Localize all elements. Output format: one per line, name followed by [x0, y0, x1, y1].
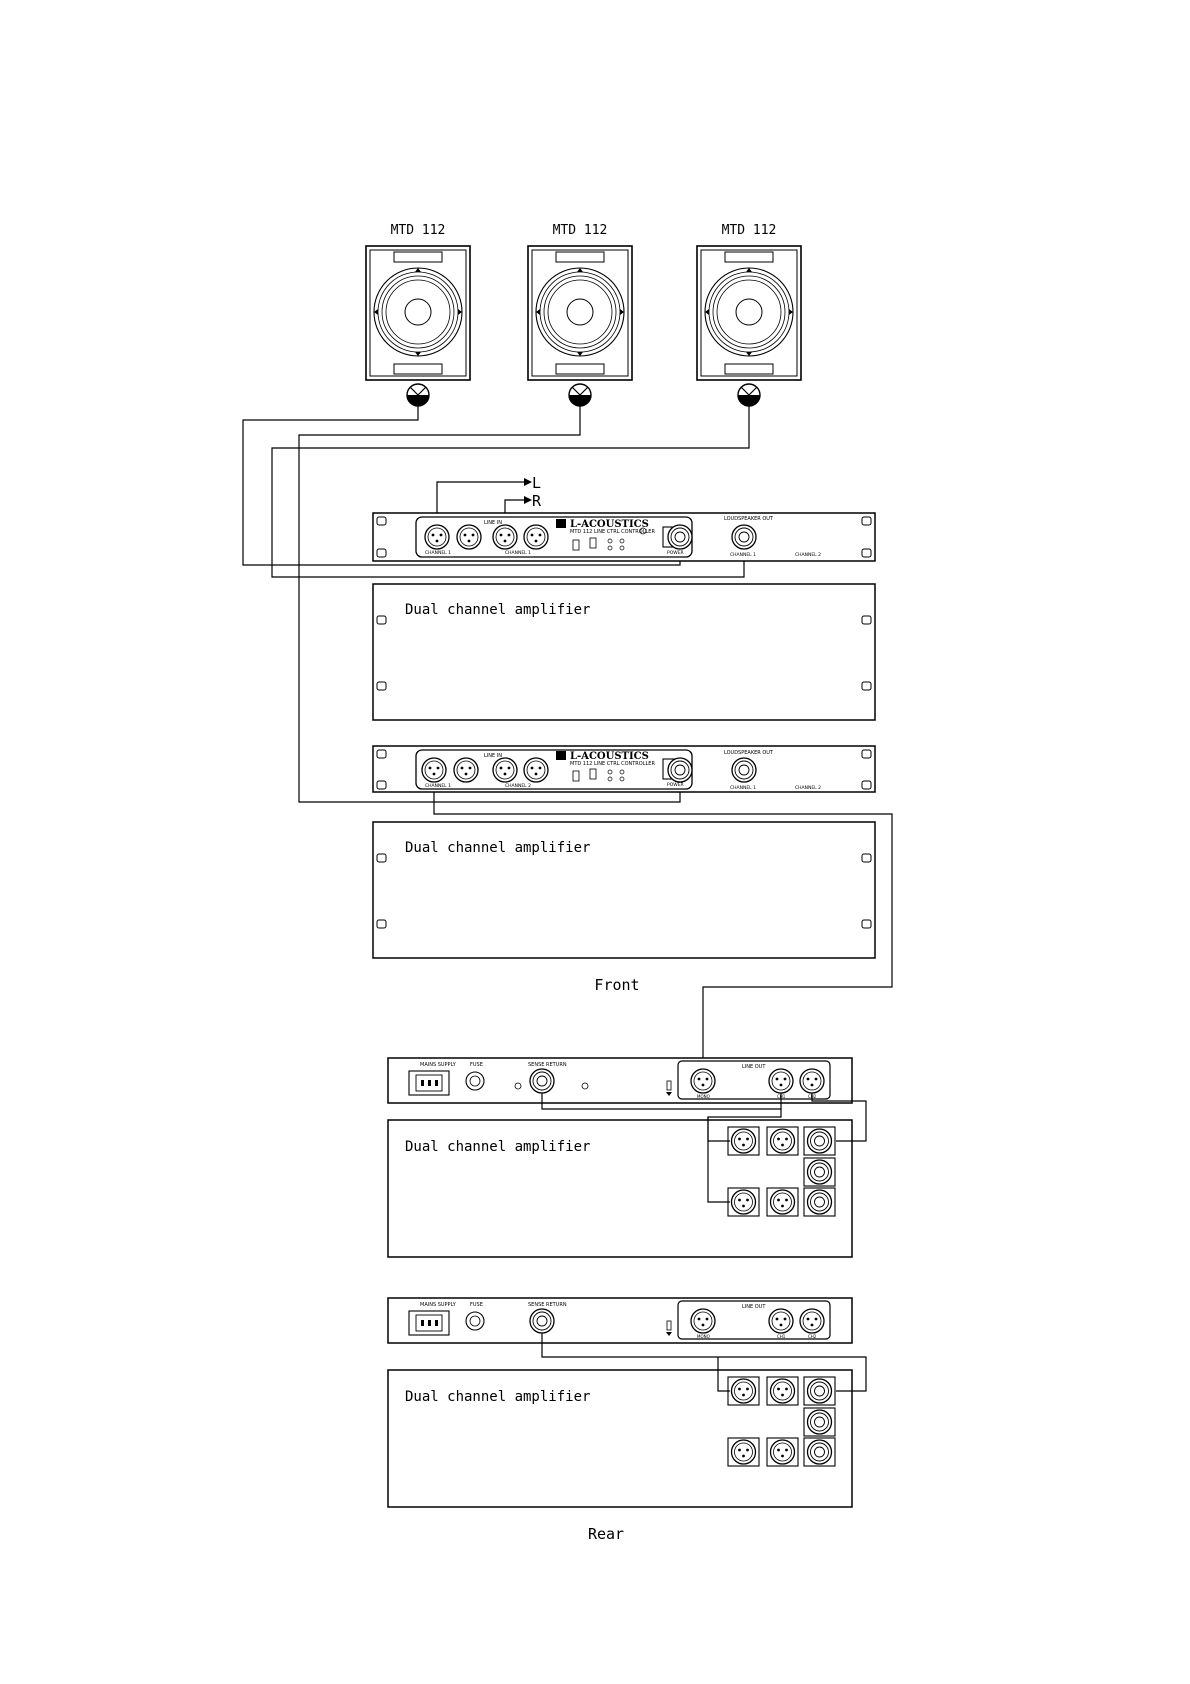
- speaker-1: MTD 112: [365, 223, 471, 407]
- svg-text:POWER: POWER: [667, 782, 684, 788]
- fuse-icon: [465, 1071, 485, 1091]
- cables-rear-2: [541, 1333, 867, 1392]
- controller-1-front: LINE IN CHANNEL 1 CHANNEL 1 L-ACOUSTICS …: [372, 512, 876, 562]
- svg-text:SENSE RETURN: SENSE RETURN: [528, 1062, 567, 1068]
- svg-text:CHANNEL 2: CHANNEL 2: [505, 783, 531, 789]
- amplifier-3-rear: Dual channel amplifier: [387, 1119, 853, 1258]
- svg-text:SENSE RETURN: SENSE RETURN: [528, 1302, 567, 1308]
- cables-rear-1: [541, 1093, 867, 1203]
- speaker-2: MTD 112: [527, 223, 633, 407]
- svg-text:LINE OUT: LINE OUT: [742, 1064, 766, 1070]
- svg-text:CHANNEL 1: CHANNEL 1: [505, 550, 531, 556]
- input-arrows: L R: [524, 474, 542, 510]
- speaker-1-label: MTD 112: [391, 223, 446, 238]
- model-label: MTD 112 LINE CTRL CONTROLLER: [570, 529, 655, 535]
- amplifier-1-label: Dual channel amplifier: [405, 602, 590, 618]
- svg-text:LINE OUT: LINE OUT: [742, 1304, 766, 1310]
- amplifier-1-front: Dual channel amplifier: [372, 583, 876, 721]
- line-in-label: LINE IN: [484, 520, 502, 526]
- svg-text:CHANNEL 1: CHANNEL 1: [730, 785, 756, 791]
- amplifier-3-label: Dual channel amplifier: [405, 1139, 590, 1155]
- front-view-label: Front: [594, 976, 639, 994]
- controller-2-front: LINE IN CHANNEL 1 CHANNEL 2 L-ACOUSTICS …: [372, 745, 876, 793]
- svg-text:CHANNEL 1: CHANNEL 1: [425, 783, 451, 789]
- cables-front: [242, 406, 893, 1081]
- mains-socket-icon: [408, 1070, 450, 1096]
- svg-text:POWER: POWER: [667, 550, 684, 556]
- speaker-3: MTD 112: [696, 223, 802, 407]
- speaker-1-connector-icon: [406, 383, 430, 407]
- svg-text:MAINS SUPPLY: MAINS SUPPLY: [420, 1302, 457, 1308]
- svg-text:MAINS SUPPLY: MAINS SUPPLY: [420, 1062, 457, 1068]
- brand-label: L-ACOUSTICS: [570, 519, 649, 530]
- svg-text:MONO: MONO: [697, 1334, 710, 1339]
- controller-2-rear: MAINS SUPPLY FUSE SENSE RETURN LINE OUT …: [387, 1297, 853, 1344]
- svg-text:MONO: MONO: [697, 1094, 710, 1099]
- svg-text:MTD 112 LINE CTRL CONTROLLER: MTD 112 LINE CTRL CONTROLLER: [570, 761, 655, 767]
- svg-text:CH2: CH2: [808, 1334, 817, 1339]
- input-right-label: R: [532, 492, 542, 510]
- amplifier-4-label: Dual channel amplifier: [405, 1389, 590, 1405]
- input-left-label: L: [532, 474, 541, 492]
- speaker-2-connector-icon: [568, 383, 592, 407]
- svg-text:CHANNEL 1: CHANNEL 1: [425, 550, 451, 556]
- svg-text:CHANNEL 2: CHANNEL 2: [795, 785, 821, 791]
- amplifier-2-front: Dual channel amplifier: [372, 821, 876, 959]
- svg-text:CHANNEL 1: CHANNEL 1: [730, 552, 756, 558]
- svg-text:CHANNEL 2: CHANNEL 2: [795, 552, 821, 558]
- svg-text:LOUDSPEAKER OUT: LOUDSPEAKER OUT: [724, 750, 774, 756]
- controller-1-rear: MAINS SUPPLY FUSE SENSE RETURN LINE OUT …: [387, 1057, 853, 1104]
- loudspeaker-out-label: LOUDSPEAKER OUT: [724, 516, 774, 522]
- svg-text:FUSE: FUSE: [470, 1302, 483, 1308]
- svg-text:L-ACOUSTICS: L-ACOUSTICS: [570, 751, 649, 762]
- rear-view-label: Rear: [588, 1525, 624, 1543]
- speaker-2-label: MTD 112: [553, 223, 608, 238]
- amplifier-4-rear: Dual channel amplifier: [387, 1369, 853, 1508]
- amplifier-2-label: Dual channel amplifier: [405, 840, 590, 856]
- svg-text:FUSE: FUSE: [470, 1062, 483, 1068]
- svg-text:CH1: CH1: [777, 1334, 786, 1339]
- svg-text:LINE IN: LINE IN: [484, 753, 502, 759]
- speaker-3-label: MTD 112: [722, 223, 777, 238]
- speaker-3-connector-icon: [737, 383, 761, 407]
